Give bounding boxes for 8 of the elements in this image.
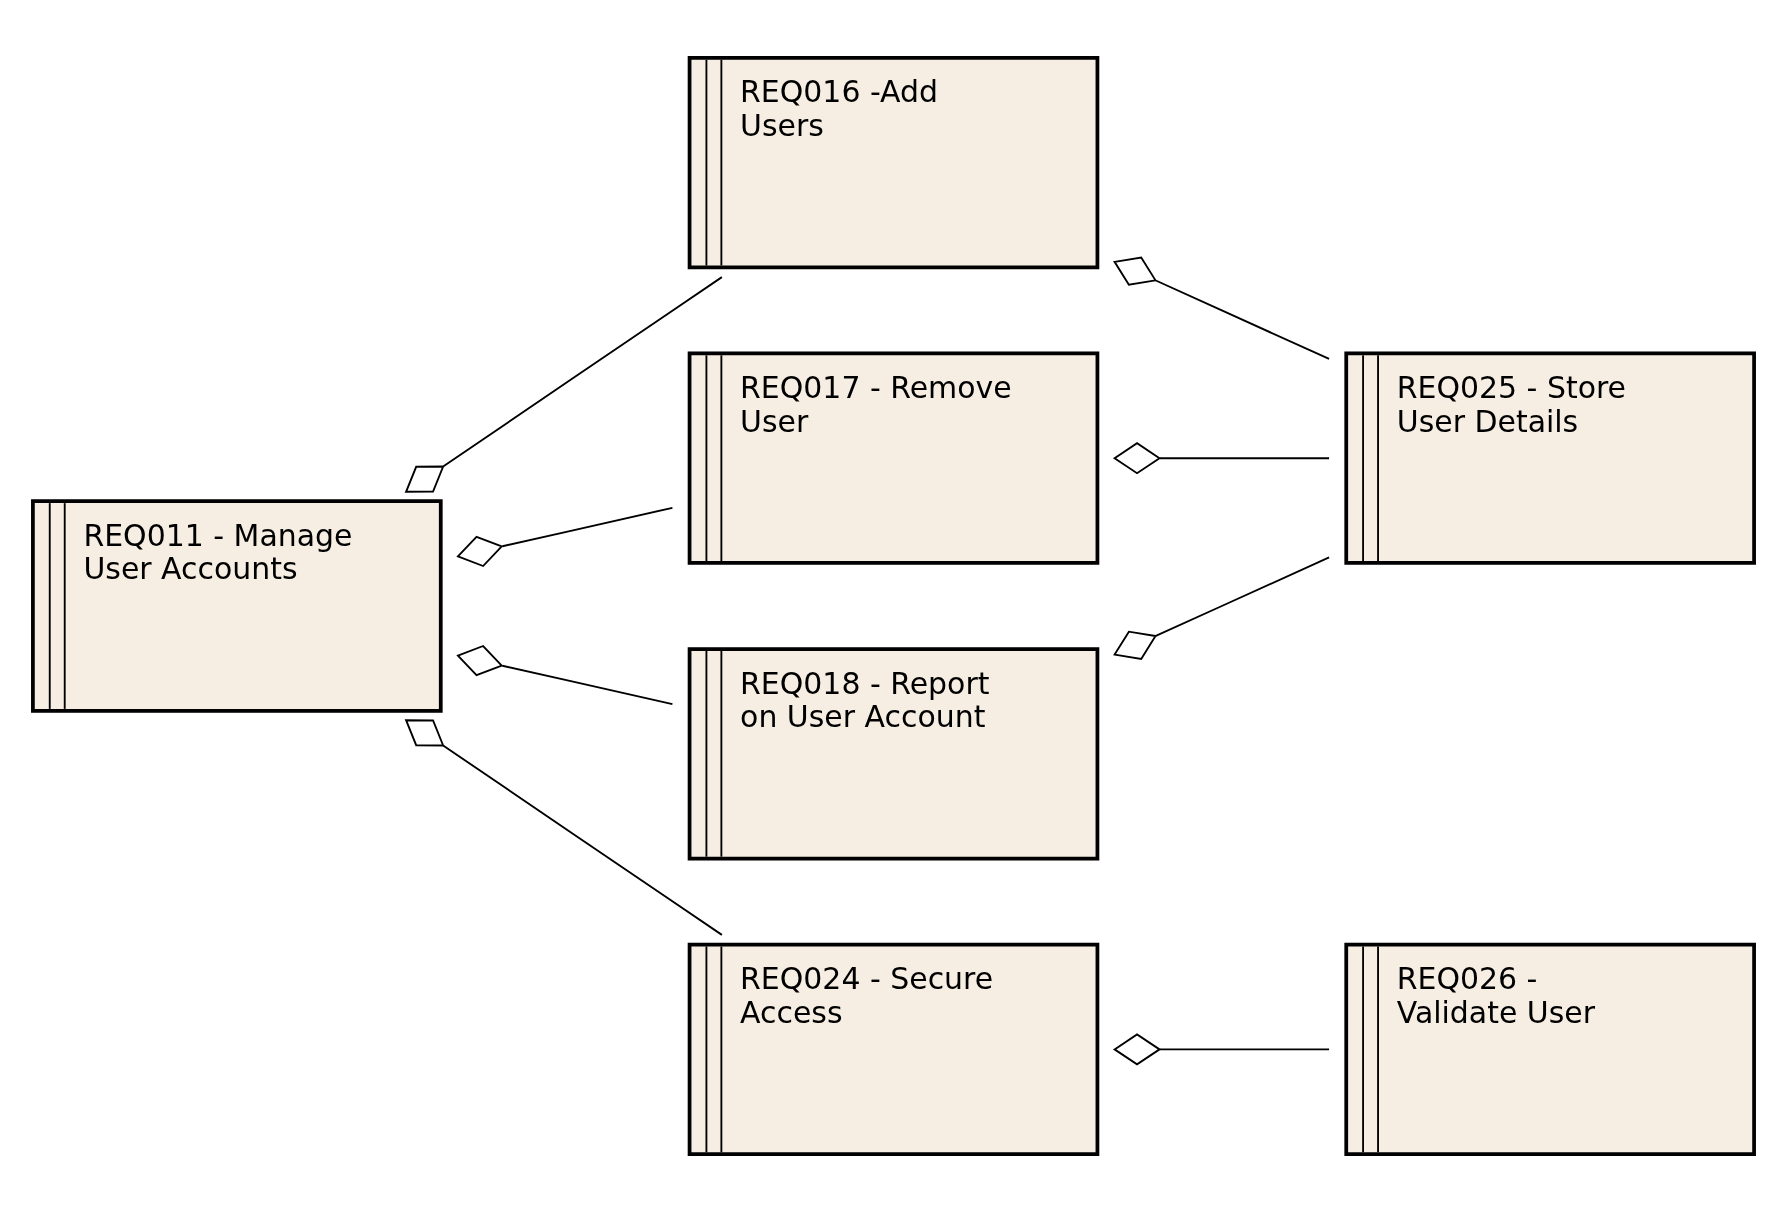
connector [1113,556,1331,660]
connector [404,275,723,493]
connector [1112,1032,1331,1065]
connector [456,506,674,567]
connector [1112,441,1331,474]
connector [404,718,723,936]
connector [1113,255,1331,360]
connector [456,644,674,705]
